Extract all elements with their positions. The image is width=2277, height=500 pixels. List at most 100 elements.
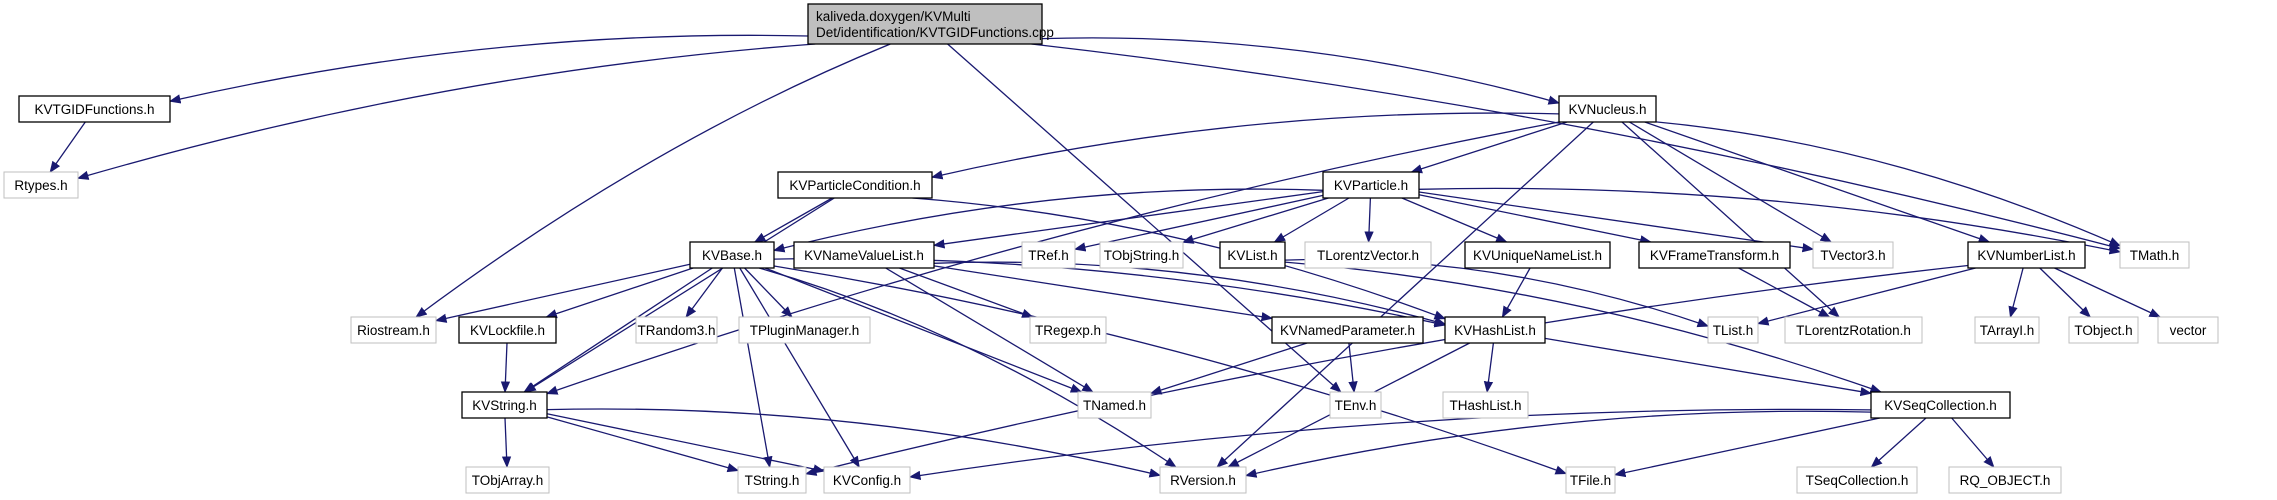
node-rversion: RVersion.h	[1159, 466, 1247, 494]
edge-kvbase-to-tnamed	[764, 267, 1083, 393]
node-box	[793, 241, 935, 269]
node-label: TEnv.h	[1335, 398, 1377, 413]
node-label: KVParticleCondition.h	[789, 178, 920, 193]
edge-kvstring-to-rversion	[546, 408, 1162, 478]
edge-root-to-kvnucleus	[1041, 37, 1561, 105]
node-label: TRef.h	[1028, 248, 1069, 263]
node-label: KVLockfile.h	[470, 323, 545, 338]
node-box	[350, 316, 437, 344]
edge-kvuniquenamelist-to-kvhashlist	[1501, 267, 1531, 319]
edge-kvparticle-to-kvframetransform	[1418, 194, 1652, 245]
edge-kvparticlecondition-to-kvhashlist	[912, 197, 1447, 320]
node-kvbase[interactable]: KVBase.h	[689, 241, 775, 269]
node-label: TLorentzRotation.h	[1796, 323, 1911, 338]
edge-kvnamevaluelist-to-kvnamedparameter	[933, 265, 1274, 322]
edge-kvstring-to-tobjarray	[501, 417, 512, 469]
node-label: RQ_OBJECT.h	[1960, 473, 2051, 488]
node-box	[1322, 171, 1420, 199]
node-tlorentzrotation: TLorentzRotation.h	[1784, 316, 1923, 344]
edge-kvbase-to-tfile	[773, 265, 1568, 475]
edge-kvparticle-to-tlorentzvector	[1364, 197, 1374, 244]
node-box	[1812, 241, 1894, 269]
edge-kvparticlecondition-to-kvstring	[524, 197, 835, 393]
node-label: Det/identification/KVTGIDFunctions.cpp	[816, 25, 1054, 40]
node-rtypes: Rtypes.h	[3, 171, 79, 199]
node-kvlockfile[interactable]: KVLockfile.h	[458, 316, 557, 344]
node-label: KVNumberList.h	[1977, 248, 2075, 263]
node-kvseqcollection[interactable]: KVSeqCollection.h	[1870, 391, 2011, 419]
node-tobject: TObject.h	[2068, 316, 2139, 344]
node-thashlist: THashList.h	[1442, 391, 1529, 419]
node-kvnucleus[interactable]: KVNucleus.h	[1558, 95, 1657, 123]
node-kvstring[interactable]: KVString.h	[461, 391, 548, 419]
edge-kvseqcollection-to-rq-object	[1951, 417, 1995, 468]
node-box	[1974, 316, 2040, 344]
node-label: KVHashList.h	[1454, 323, 1536, 338]
edge-kvstring-to-tstring	[546, 416, 740, 473]
edge-kvbase-to-kvstring	[523, 267, 713, 393]
node-vector: vector	[2157, 316, 2219, 344]
edge-kvlist-to-tlist	[1284, 258, 1710, 328]
node-tobjstring: TObjString.h	[1099, 241, 1184, 269]
edge-root-to-kvtgidfunctions	[168, 34, 809, 104]
node-box	[1784, 316, 1923, 344]
node-tregexp: TRegexp.h	[1029, 316, 1107, 344]
node-kvlist[interactable]: KVList.h	[1219, 241, 1286, 269]
node-kvframetransform[interactable]: KVFrameTransform.h	[1638, 241, 1791, 269]
edge-kvnamevaluelist-to-tnamed	[885, 267, 1094, 393]
node-tarrayi: TArrayI.h	[1974, 316, 2040, 344]
edge-kvparticle-to-tvector3	[1418, 191, 1815, 253]
node-label: RVersion.h	[1170, 473, 1236, 488]
node-box	[1329, 391, 1382, 419]
node-box	[1271, 316, 1424, 344]
edge-kvnucleus-to-tmath	[1655, 121, 2122, 247]
edge-kvnucleus-to-tlorentzrotation	[1621, 121, 1840, 318]
edge-kvseqcollection-to-tseqcollection	[1870, 417, 1927, 468]
node-root[interactable]: kaliveda.doxygen/KVMultiDet/identificati…	[807, 3, 1054, 45]
edge-root-to-riostream	[415, 43, 891, 318]
node-kvtgidfunctions[interactable]: KVTGIDFunctions.h	[18, 95, 171, 123]
node-label: TArrayI.h	[1980, 323, 2035, 338]
edge-kvparticle-to-kvnamevaluelist	[932, 190, 1324, 249]
node-tobjarray: TObjArray.h	[465, 466, 550, 494]
node-label: TPluginManager.h	[750, 323, 860, 338]
edge-kvlist-to-kvseqcollection	[1284, 261, 1883, 393]
node-label: KVNameValueList.h	[804, 248, 924, 263]
node-box	[1029, 316, 1107, 344]
node-kvparticle[interactable]: KVParticle.h	[1322, 171, 1420, 199]
edge-kvbase-to-rversion	[759, 267, 1177, 468]
node-label: KVString.h	[472, 398, 537, 413]
node-box	[689, 241, 775, 269]
node-box	[2068, 316, 2139, 344]
edge-kvnamevaluelist-to-kvhashlist	[933, 261, 1447, 326]
node-box	[807, 3, 1043, 45]
edge-root-to-tmath	[1031, 43, 2122, 251]
edge-kvbase-to-kvconfig	[739, 267, 860, 469]
node-box	[1077, 391, 1152, 419]
node-label: TMath.h	[2130, 248, 2180, 263]
node-kvhashlist[interactable]: KVHashList.h	[1444, 316, 1546, 344]
edge-kvnucleus-to-kvnumberlist	[1644, 121, 1991, 243]
edge-kvhashlist-to-kvseqcollection	[1544, 337, 1873, 397]
node-kvparticlecondition[interactable]: KVParticleCondition.h	[777, 171, 933, 199]
node-kvnamedparameter[interactable]: KVNamedParameter.h	[1271, 316, 1424, 344]
edge-kvlockfile-to-kvstring	[500, 342, 511, 394]
node-kvnamevaluelist[interactable]: KVNameValueList.h	[793, 241, 935, 269]
node-box	[3, 171, 79, 199]
node-box	[1707, 316, 1759, 344]
node-kvuniquenamelist[interactable]: KVUniqueNameList.h	[1464, 241, 1611, 269]
node-tnamed: TNamed.h	[1077, 391, 1152, 419]
node-box	[465, 466, 550, 494]
node-label: TObject.h	[2074, 323, 2132, 338]
node-label: KVNamedParameter.h	[1280, 323, 1415, 338]
node-box	[1948, 466, 2062, 494]
edge-kvnucleus-to-kvstring	[545, 121, 1560, 395]
node-kvnumberlist[interactable]: KVNumberList.h	[1967, 241, 2086, 269]
edge-kvparticle-to-kvlist	[1273, 197, 1350, 243]
edge-kvstring-to-kvconfig	[546, 413, 826, 474]
node-box	[635, 316, 718, 344]
node-trandom3: TRandom3.h	[635, 316, 718, 344]
node-box	[777, 171, 933, 199]
node-box	[1967, 241, 2086, 269]
edge-kvnumberlist-to-vector	[2054, 267, 2162, 318]
